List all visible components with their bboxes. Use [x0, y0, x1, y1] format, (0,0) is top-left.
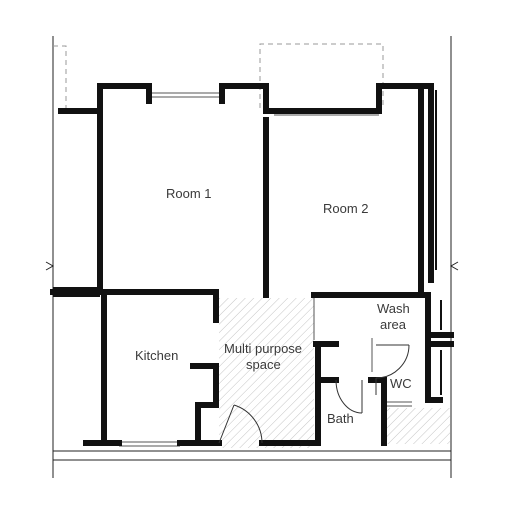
wash-label-line2: area [380, 317, 407, 332]
thin-partitions [313, 298, 373, 372]
entrance-hatch [384, 408, 450, 444]
right-wall-lines [435, 90, 442, 395]
walls [50, 83, 454, 446]
site-lines [45, 36, 459, 478]
room1-label: Room 1 [166, 186, 212, 201]
doors [218, 344, 410, 444]
multi-purpose-hatch [219, 298, 314, 448]
wash-label-line1: Wash [377, 301, 410, 316]
bath-label: Bath [327, 411, 354, 426]
multi-purpose-label-line1: Multi purpose [224, 341, 302, 356]
left-wall-lines [53, 287, 100, 297]
wc-label: WC [390, 376, 412, 391]
dashed-outlines [53, 43, 384, 108]
room2-label: Room 2 [323, 201, 369, 216]
kitchen-label: Kitchen [135, 348, 178, 363]
multi-purpose-label-line2: space [246, 357, 281, 372]
